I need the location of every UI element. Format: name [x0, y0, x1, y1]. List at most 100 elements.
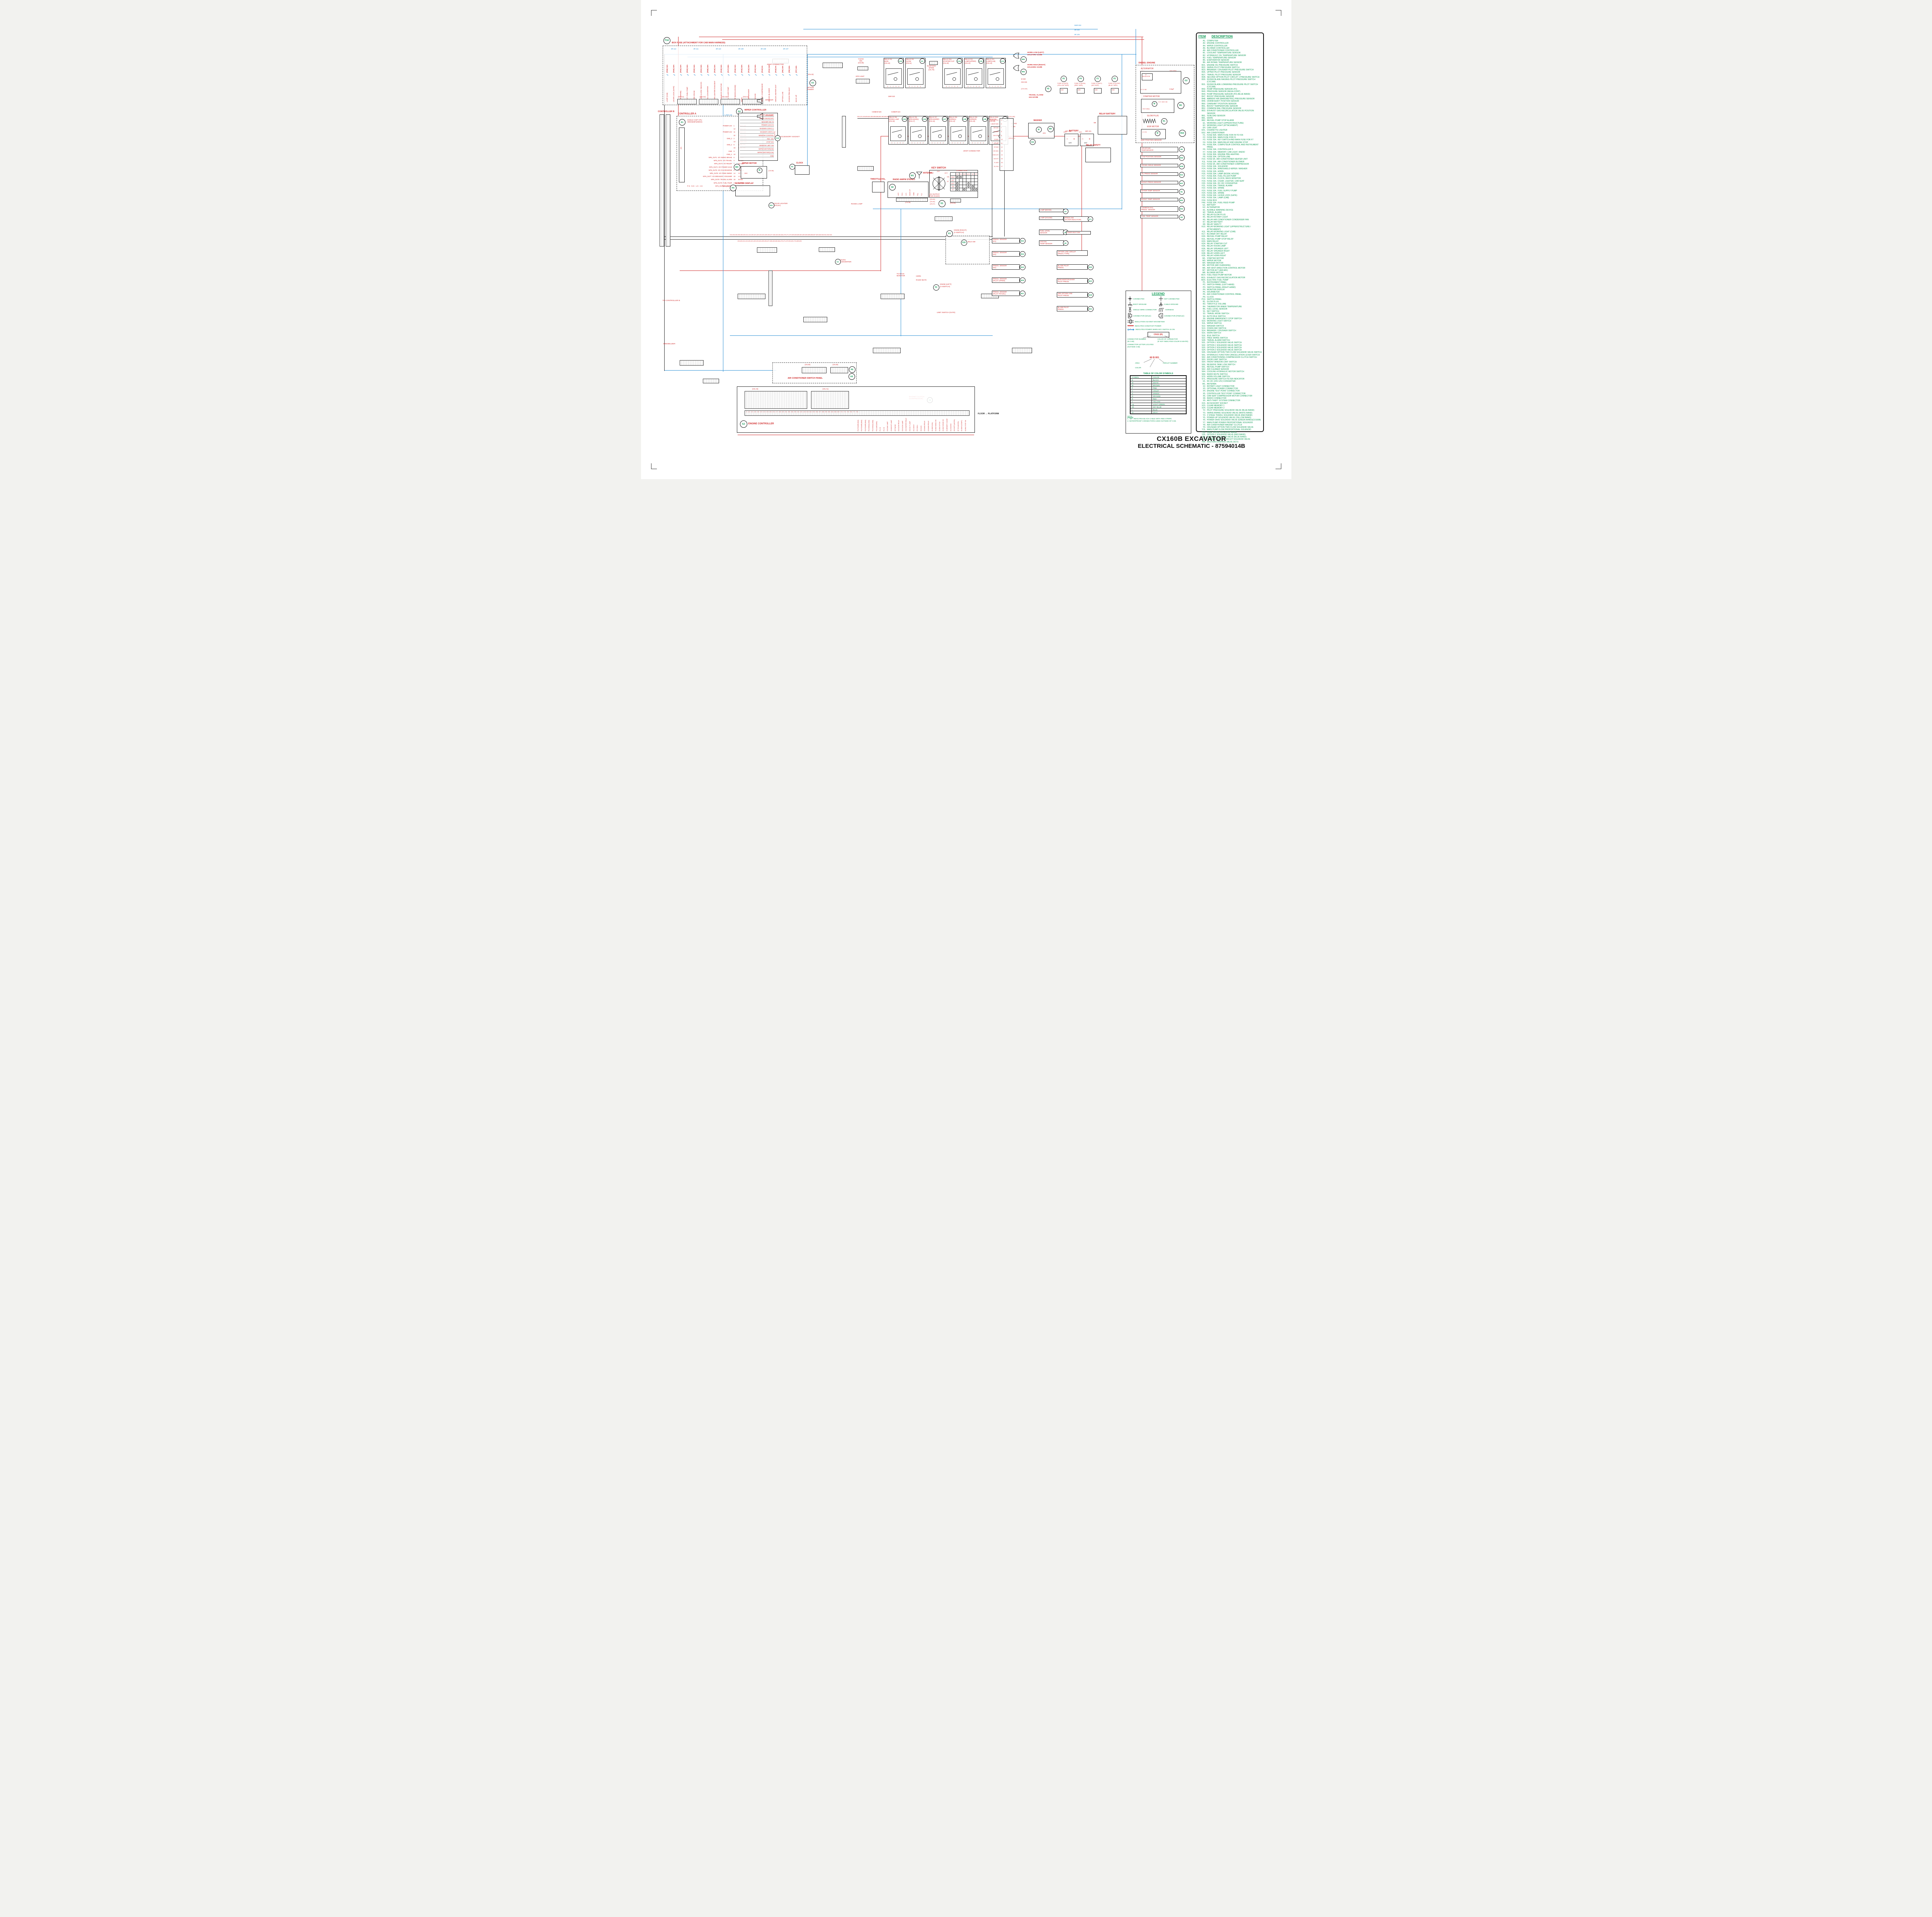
frame-corner [1275, 463, 1281, 469]
ec-cn1: (CN.A1) [822, 388, 829, 390]
item-desc: HORN SWITCH [1207, 332, 1221, 335]
item-desc: FUSE 15A ; SPARE [1207, 187, 1225, 190]
legend-harness: HARNESS [1158, 307, 1189, 312]
item-desc: PUMP PRESSURE SENSOR (P2) (BLUE BAND) [1207, 93, 1250, 95]
item-row: S13.OVERLOAD SWITCH [1199, 327, 1262, 330]
starter-rating: 24V 5.0kw [1142, 108, 1150, 110]
wire-segment [664, 236, 993, 237]
ca-signal: NPN_OUT3 S/V RELIEF [714, 163, 732, 165]
item-desc: THROTTLE VOLUME [1207, 303, 1226, 306]
item-id: Y18. [1202, 431, 1206, 434]
item-row: R3.THROTTLE VOLUME [1199, 303, 1262, 305]
fuse-load: LAMP (SPARE) [679, 90, 682, 102]
component-id-E2: E2 [1063, 209, 1068, 214]
item-row: K37.RELAY SPEAKER RIGHT [1199, 250, 1262, 252]
item-id: B51. [1202, 105, 1206, 107]
item-id: M4. [1202, 262, 1206, 264]
item-desc: REFUEL PUMP STOP ALARM [1207, 119, 1234, 122]
fuse-id-amp: (F18) 10A [720, 65, 723, 73]
relay-title: RELAY R9 ROOM LAMP (CN.18) [889, 116, 899, 122]
item-id: F24. [1202, 192, 1206, 194]
item-row: F8.FUSE 30A ; ENGINE PRE-HEATING [1199, 153, 1262, 156]
item-row: S15.HORN SWITCH [1199, 332, 1262, 334]
right-device-label: OVER HEAT SW [1066, 231, 1091, 235]
item-desc: RESERVE TANK LOW SWITCH [1207, 363, 1235, 366]
item-id: F21. [1202, 185, 1206, 187]
item-desc: HYDRAULIC OIL TEMPERATURE SENSOR [1207, 54, 1246, 57]
item-desc: WIPER MOTOR [1207, 259, 1221, 262]
sheet-title-doc: ELECTRICAL SCHEMATIC - 87594014B [1138, 443, 1245, 449]
ec-signal: IS-IGKEY(ON) [931, 422, 933, 431]
fuse-(F9): (F9) 10A∿OPTION LINE [781, 52, 788, 103]
legend-insulation: INSULATION AGAINST MAGNETISM [1127, 319, 1189, 324]
item-row: K35.RELAY ROOM LAMP [1199, 245, 1262, 247]
item-id: B5. [1202, 59, 1206, 61]
item-desc: HORN [1207, 117, 1213, 119]
legend-single-wire-connector: SINGLE WIRE CONNECTOR [1128, 307, 1158, 312]
item-row: X5.CONTROLLER TEST POINT CONNECTOR [1199, 393, 1262, 395]
item-row: B28.SECOND OPTION PILOT CIRCUIT 1 PRESSU… [1199, 76, 1262, 78]
relay-symbol [907, 68, 923, 85]
item-id: K31. [1202, 238, 1206, 240]
fuse-glyph-icon: ∿ [789, 74, 791, 77]
key-switch-rotary-icon [932, 176, 945, 191]
ca-wire: W 840 [738, 179, 743, 181]
item-id: K8. [1202, 223, 1206, 226]
component-id-B2: B2 [1063, 240, 1068, 246]
component-id-K35: K35 [901, 116, 907, 122]
item-desc: MOTOR ACT (AIR-MIX) [1207, 269, 1228, 272]
fuse-id-amp: (F16) 15A [734, 65, 736, 73]
relay-pins: 3 1 2 5 4 [887, 86, 900, 87]
connector-strip [679, 360, 704, 366]
radio-cn: (CN.45) [930, 199, 935, 200]
item-row: F23.FUSE 10A ; FUEL SUPPLY PUMP [1199, 190, 1262, 192]
wiper-signal: GND [740, 155, 774, 158]
item-id: F11. [1202, 160, 1206, 163]
item-desc: FUSE 10A ; FUEL FEED PUMP [1207, 201, 1235, 204]
color-name: SKY BLUE [1151, 405, 1187, 408]
ladder-wire-label: GL 910 [993, 165, 999, 167]
relay-pins: 3 1 2 5 4 [909, 86, 922, 87]
relay-symbol [950, 126, 966, 141]
ladder-wire-label: LW 471 [993, 158, 999, 160]
item-row: A1.COMPUTER [1199, 40, 1262, 42]
glow-plug-resistors-icon [1143, 118, 1156, 124]
item-row: X24.CLEAR MEMORY 2 [1199, 407, 1262, 409]
item-id: Y25. [1202, 433, 1206, 436]
item-row: F19.FUSE 15A ; CIGAR. LIGHTER, CAB SEAT [1199, 180, 1262, 182]
schematic-drawing-area: 215,225,230,250,260,400,411,412,420,421,… [641, 0, 1194, 479]
yazaki-sdl: YAZAKI SDL (CN.80) [858, 58, 864, 64]
fuse-single-amp: 20A [1078, 89, 1081, 91]
fuse-single-label: FUSE F3 (KEY) (NO TAPE) [1091, 82, 1102, 86]
item-row: F24.FUSE 15A ; SPARE [1199, 192, 1262, 194]
ladder-pin: 6 [1001, 123, 1002, 125]
connector-strip [818, 247, 835, 252]
item-row: B2.HYDRAULIC OIL TEMPERATURE SENSOR [1199, 54, 1262, 57]
fuse-(F11): (F11) 15A∿AIRCON BLOWER [768, 52, 774, 103]
item-desc: REFUEL PUMP STOP RELAY [1207, 238, 1234, 240]
item-id: R1. [1202, 301, 1206, 303]
item-id: S4. [1202, 315, 1206, 318]
item-desc: DOZER BLADE RAISING PILOT PRESSURE SWITC… [1207, 78, 1255, 83]
item-desc: OVERLOAD SWITCH [1207, 327, 1226, 330]
item-row: K30.REFUEL PUMP RELAY [1199, 235, 1262, 238]
item-id: S55. [1202, 363, 1206, 366]
item-id: X8. [1202, 397, 1206, 400]
ca-pin: 11 [733, 131, 735, 133]
item-id: X4. [1202, 390, 1206, 393]
item-row: B51.BOOST TEMPERATURE SENSOR [1199, 105, 1262, 107]
relay-battery-box [1097, 116, 1127, 134]
item-desc: BREAKER / CRUSHER SWITCH [1207, 330, 1236, 332]
item-id: K36. [1202, 247, 1206, 250]
item-id: E4. [1202, 127, 1206, 129]
ec-signal: PG-POWER(GND) [857, 420, 859, 431]
press-sensor: PRESS. SENSOR (N1) [992, 264, 1020, 270]
connector-strip [857, 166, 874, 171]
connector-strip [768, 270, 772, 306]
component-id-S1: S1 [938, 200, 946, 207]
ladder-wire-label: YL 820 [994, 162, 999, 163]
fuse-load: FUEL FILLER PUMP [727, 87, 729, 102]
relay-pins: 3 1 2 5 4 [912, 142, 924, 144]
item-id: S16. [1202, 334, 1206, 337]
